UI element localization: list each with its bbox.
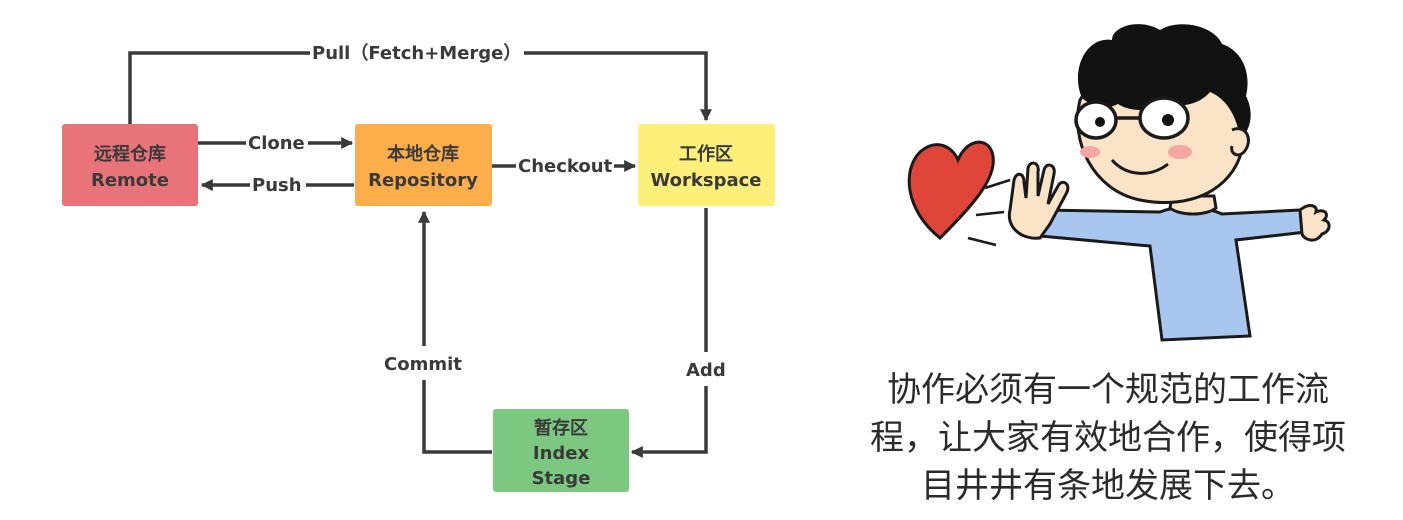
index-title: 暂存区 — [534, 417, 588, 439]
remote-subtitle: Remote — [91, 170, 169, 191]
caption-line-3: 目井井有条地发展下去。 — [921, 466, 1295, 506]
caption-line-2: 程，让大家有效地合作，使得项 — [870, 418, 1346, 458]
cartoon-illustration — [907, 24, 1331, 342]
workspace-node: 工作区 Workspace — [638, 124, 775, 206]
add-arrow-bottom — [630, 386, 708, 458]
caption: 协作必须有一个规范的工作流 程，让大家有效地合作，使得项 目井井有条地发展下去。 — [838, 366, 1378, 510]
pull-arrow-right — [524, 51, 712, 122]
local-subtitle: Repository — [368, 170, 478, 191]
pull-arrow — [128, 51, 310, 124]
right-hand — [1298, 204, 1331, 242]
workspace-subtitle: Workspace — [650, 170, 761, 191]
index-node: 暂存区 Index Stage — [493, 409, 629, 492]
heart-icon — [907, 140, 995, 241]
hair — [1077, 24, 1251, 138]
caption-line-1: 协作必须有一个规范的工作流 — [887, 370, 1329, 410]
local-repo-node: 本地仓库 Repository — [355, 124, 492, 206]
workspace-title: 工作区 — [679, 143, 733, 165]
clone-label: Clone — [248, 133, 305, 154]
raised-hand — [1007, 161, 1070, 240]
commit-arrow — [422, 380, 492, 454]
index-line3: Stage — [532, 468, 591, 489]
shirt — [1031, 205, 1315, 342]
index-line2: Index — [533, 443, 590, 464]
checkout-label: Checkout — [518, 156, 613, 177]
remote-title: 远程仓库 — [94, 143, 166, 165]
pull-label: Pull（Fetch+Merge） — [312, 43, 521, 64]
commit-label: Commit — [384, 354, 462, 375]
remote-node: 远程仓库 Remote — [62, 124, 198, 206]
add-label: Add — [686, 360, 726, 381]
push-label: Push — [252, 175, 302, 196]
local-title: 本地仓库 — [387, 143, 459, 165]
